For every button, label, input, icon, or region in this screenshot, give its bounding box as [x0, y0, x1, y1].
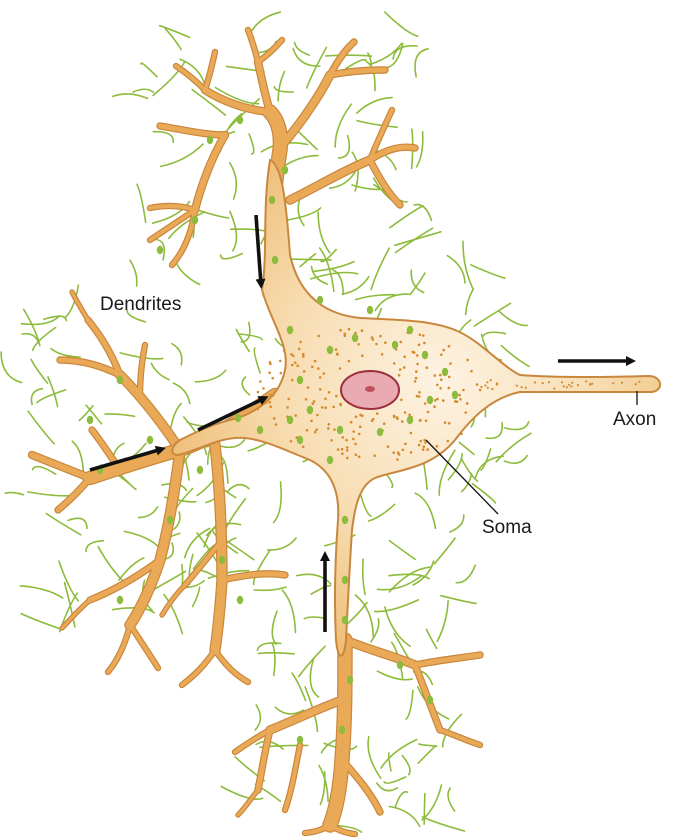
soma-leader-line [425, 439, 499, 515]
arrow-icon [197, 396, 269, 432]
nucleolus [365, 386, 375, 392]
soma-label: Soma [482, 517, 532, 538]
arrow-icon [254, 214, 266, 289]
synaptic-boutons [86, 115, 459, 745]
arrow-icon [89, 445, 166, 472]
soma-outline [171, 158, 661, 657]
soma [86, 115, 661, 745]
axon-label: Axon [613, 409, 656, 430]
dendrites-label: Dendrites [100, 294, 181, 315]
signal-arrows [89, 214, 636, 632]
